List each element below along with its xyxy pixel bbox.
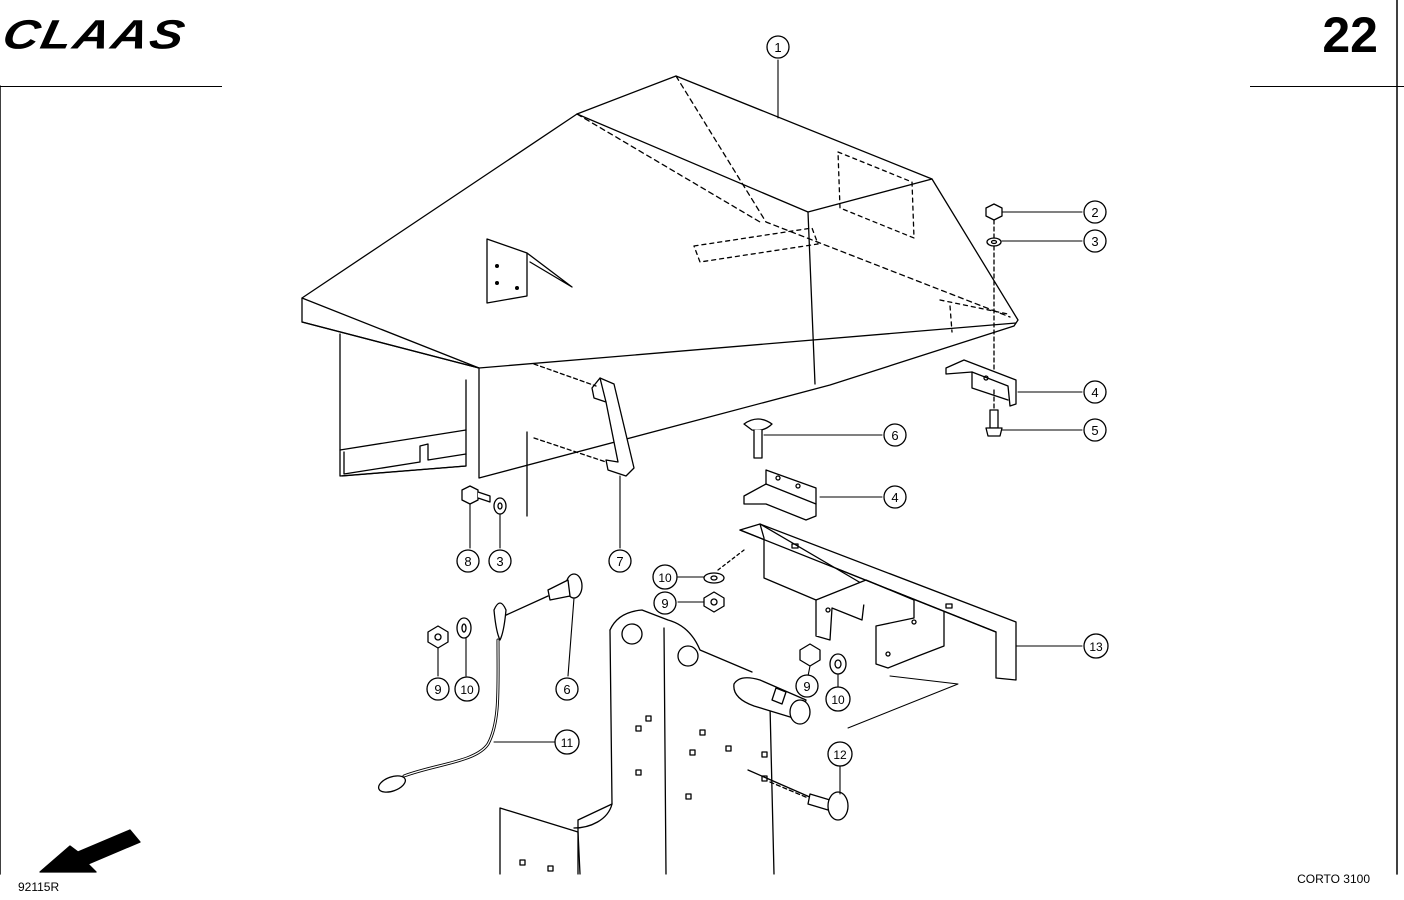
hinge-lower [743,418,817,521]
page-number: 22 [1322,7,1378,63]
callout-label: 10 [460,683,474,697]
callout-4-lower: 4 [883,485,907,509]
callout-9-right: 9 [795,674,819,698]
support-bracket [739,523,1017,729]
header-rule-right [1250,86,1404,87]
callout-label: 12 [833,748,847,762]
nut-washer-center [703,549,847,675]
callout-label: 13 [1089,640,1103,654]
callout-label: 3 [1091,234,1098,249]
callout-6-lower: 6 [555,677,579,701]
callout-label: 11 [561,736,574,750]
callout-8: 8 [456,549,480,573]
cover-hood [301,75,1019,517]
machine-frame [499,609,849,875]
callout-label: 1 [774,40,781,55]
page-frame [0,0,1398,875]
callout-label: 4 [891,490,898,505]
callout-3: 3 [1083,229,1107,253]
callout-label: 7 [616,554,623,569]
callout-label: 10 [658,571,672,585]
fasteners-left [461,485,507,515]
header-rule-left [0,86,222,87]
callout-7: 7 [608,549,632,573]
fasteners-right [945,203,1017,437]
callout-11: 11 [554,729,580,755]
callout-12: 12 [827,741,853,767]
callout-5: 5 [1083,418,1107,442]
callout-label: 6 [891,428,898,443]
callout-label: 3 [496,554,503,569]
callout-2: 2 [1083,200,1107,224]
handle [533,363,635,477]
callout-1: 1 [766,35,790,59]
callout-3-left: 3 [488,549,512,573]
callout-label: 6 [563,682,570,697]
callout-label: 2 [1091,205,1098,220]
callout-9-left: 9 [426,677,450,701]
callout-label: 4 [1091,385,1098,400]
callout-label: 5 [1091,423,1098,438]
drawing-code: 92115R [18,880,60,894]
direction-arrow-icon [39,829,141,873]
model-name: CORTO 3100 [1297,872,1370,886]
callout-label: 9 [803,679,810,694]
callout-13: 13 [1083,633,1109,659]
callout-9-center: 9 [653,591,677,615]
callout-6-upper: 6 [883,423,907,447]
bolt-lower [503,573,583,617]
strap-cable [377,602,507,793]
callout-label: 9 [434,682,441,697]
callout-label: 9 [661,596,668,611]
callout-label: 8 [464,554,471,569]
leader-lines [437,59,1083,795]
callout-10-right: 10 [825,686,851,712]
callout-10-center: 10 [652,564,678,590]
callout-10-left: 10 [454,676,480,702]
callout-4: 4 [1083,380,1107,404]
callout-label: 10 [831,693,845,707]
